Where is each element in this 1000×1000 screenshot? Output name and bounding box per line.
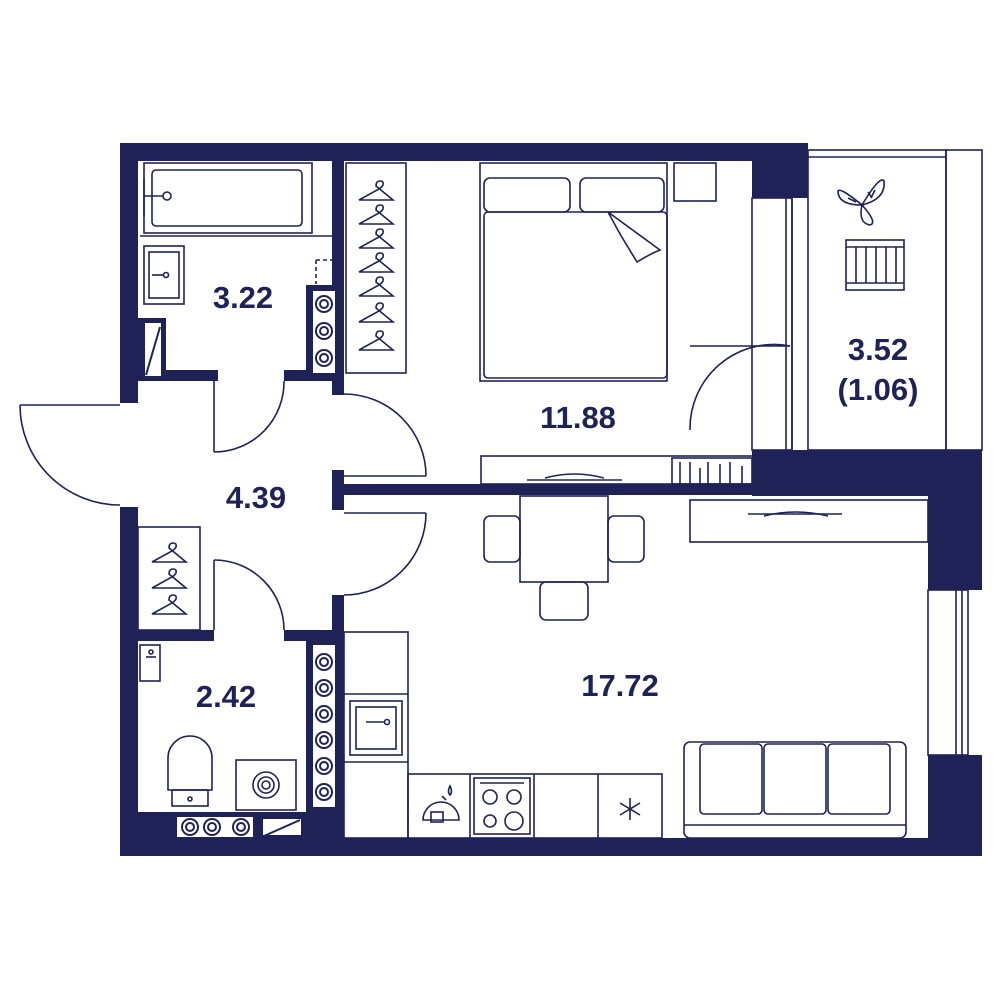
sink-icon: [349, 700, 403, 756]
doors: [19, 343, 791, 631]
living-kitchen-area: 17.72: [581, 668, 659, 703]
shaft-vents: [143, 289, 337, 839]
wardrobe-upper: [345, 162, 407, 374]
hanger-icon: [151, 542, 187, 615]
bathroom-area: 3.22: [213, 280, 273, 315]
washing-machine-icon: [235, 759, 297, 811]
bathtub-icon: [140, 162, 332, 237]
tv-console: [689, 499, 929, 543]
toilet-area: 2.42: [196, 679, 256, 714]
balcony-area-reduced: (1.06): [838, 372, 919, 407]
dining-table-icon: [483, 495, 645, 621]
sink-icon: [143, 245, 332, 305]
balcony-area: 3.52: [848, 332, 908, 367]
bedroom-dresser: [480, 455, 754, 485]
hanger-icon: [358, 180, 394, 351]
windows: [751, 149, 983, 756]
bedroom-area: 11.88: [540, 400, 616, 435]
area-labels: 3.22 11.88 3.52 (1.06) 4.39 2.42 17.72: [196, 280, 919, 714]
plant-icon: [837, 179, 885, 226]
sofa-icon: [683, 741, 907, 839]
toilet-icon: [139, 644, 213, 807]
fridge-icon: [619, 798, 641, 820]
deck-chair-icon: [845, 239, 905, 291]
hallway-area: 4.39: [226, 480, 286, 515]
kitchen-cabinets: [343, 631, 663, 839]
stove-icon: [473, 777, 531, 835]
wardrobe-lower: [137, 526, 201, 631]
bed-icon: [479, 162, 717, 382]
faucet-icon: [422, 784, 460, 823]
